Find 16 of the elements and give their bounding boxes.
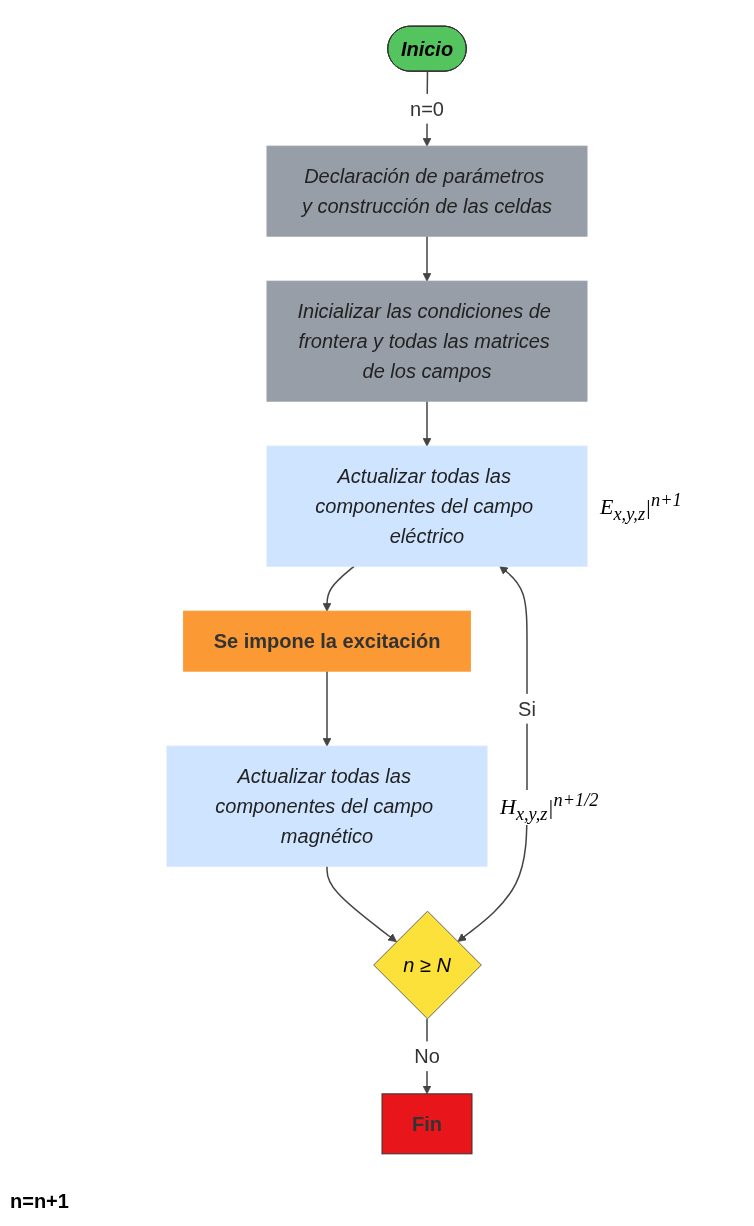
- edge-label: n=0: [410, 97, 444, 120]
- arrow: [422, 400, 432, 447]
- node-box: Inicializar las condiciones de frontera y todas las matrices de los campos: [266, 280, 588, 402]
- node-box: Declaración de parámetros y construcción de las celdas: [266, 145, 588, 237]
- edge-label: Si: [518, 697, 536, 720]
- edge-label: No: [414, 1045, 440, 1068]
- node-box: Actualizar todas las componentes del campo magnético: [166, 745, 488, 867]
- arrow: [322, 565, 355, 612]
- node-box: Fin: [381, 1093, 473, 1155]
- node-box: Actualizar todas las componentes del campo eléctrico: [266, 445, 588, 567]
- node-diamond: n ≥ N: [373, 910, 482, 1020]
- arrow: [322, 670, 332, 747]
- loop-label: n=n+1: [10, 1190, 69, 1213]
- node-box: Se impone la excitación: [183, 610, 471, 672]
- arrow: [326, 865, 397, 943]
- arrow: [422, 235, 432, 282]
